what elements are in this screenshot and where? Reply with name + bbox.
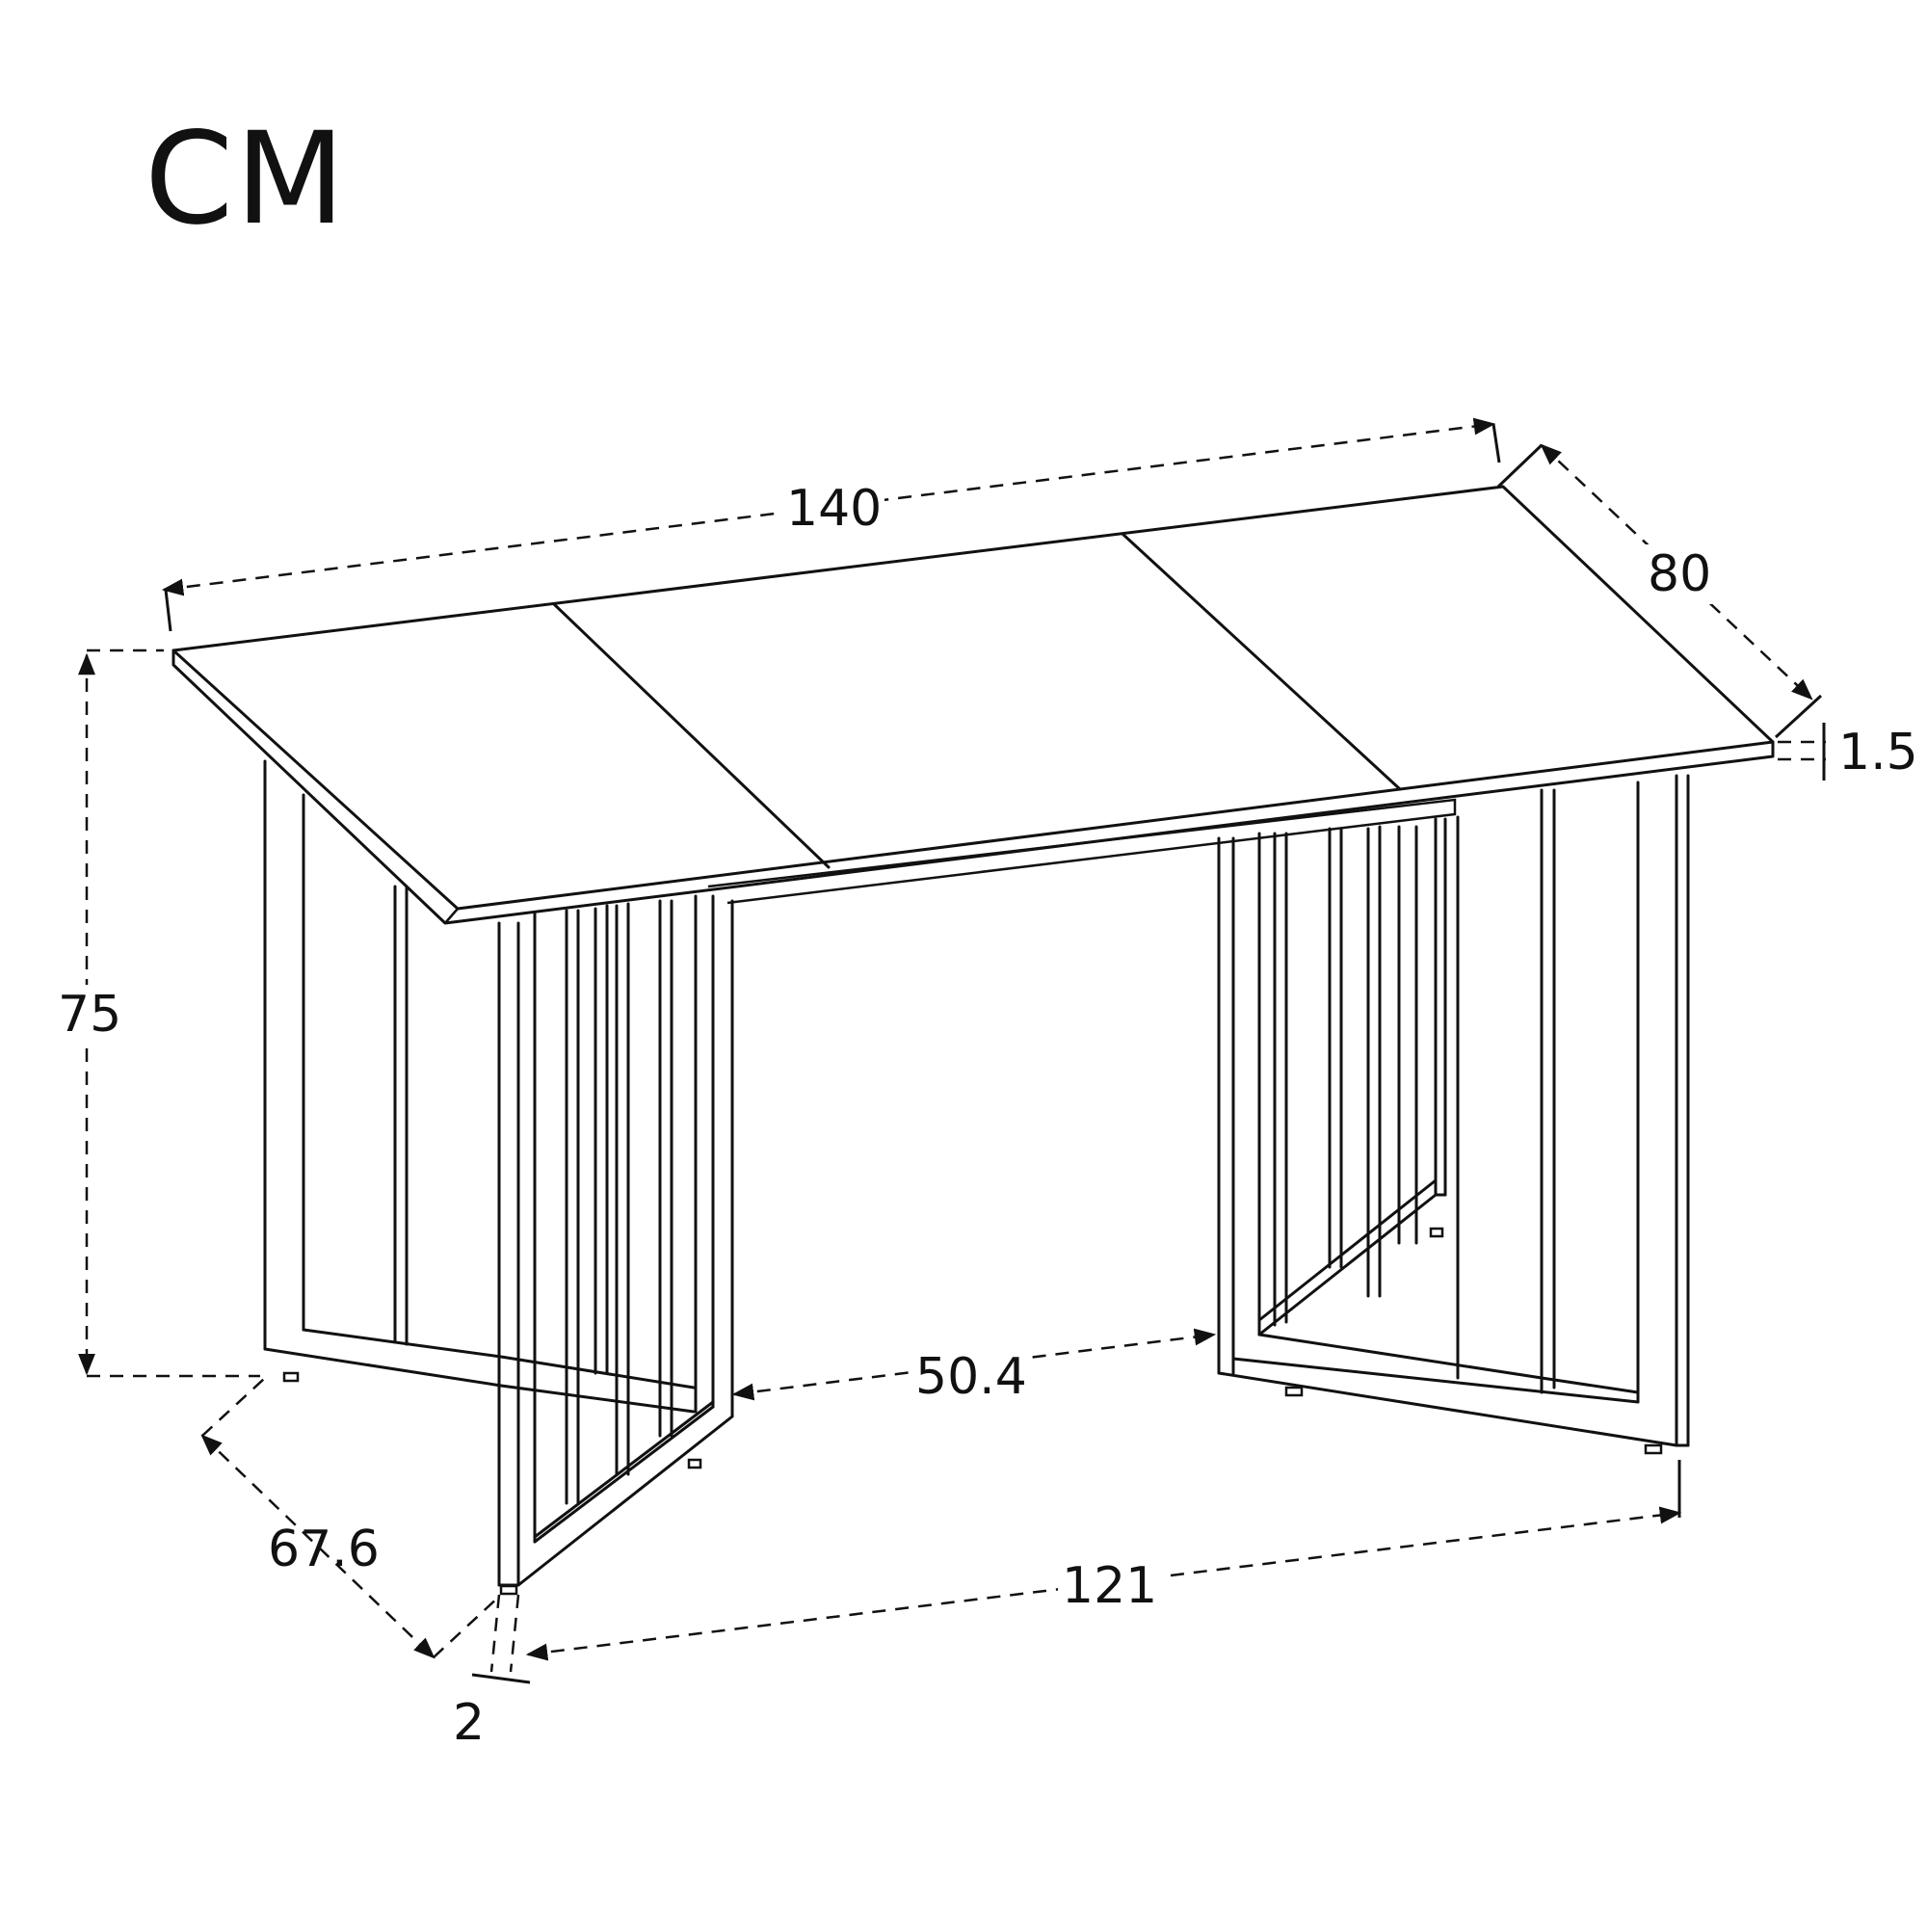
dim-width-label: 80 [1648,545,1711,603]
dim-depth-label: 67.6 [268,1521,380,1578]
left-leg-frame [263,759,734,1596]
dim-length-label: 140 [786,480,882,538]
right-leg-frame [1217,774,1690,1455]
dim-leg-thickness-label: 2 [453,1694,485,1752]
dim-span-label: 121 [1062,1557,1157,1615]
dimension-lines [78,417,1826,1684]
dim-height-label: 75 [58,986,121,1044]
dim-gap-label: 50.4 [915,1348,1027,1406]
unit-label: CM [145,105,348,253]
table-top [172,485,1775,925]
dim-thickness-label: 1.5 [1838,724,1918,781]
